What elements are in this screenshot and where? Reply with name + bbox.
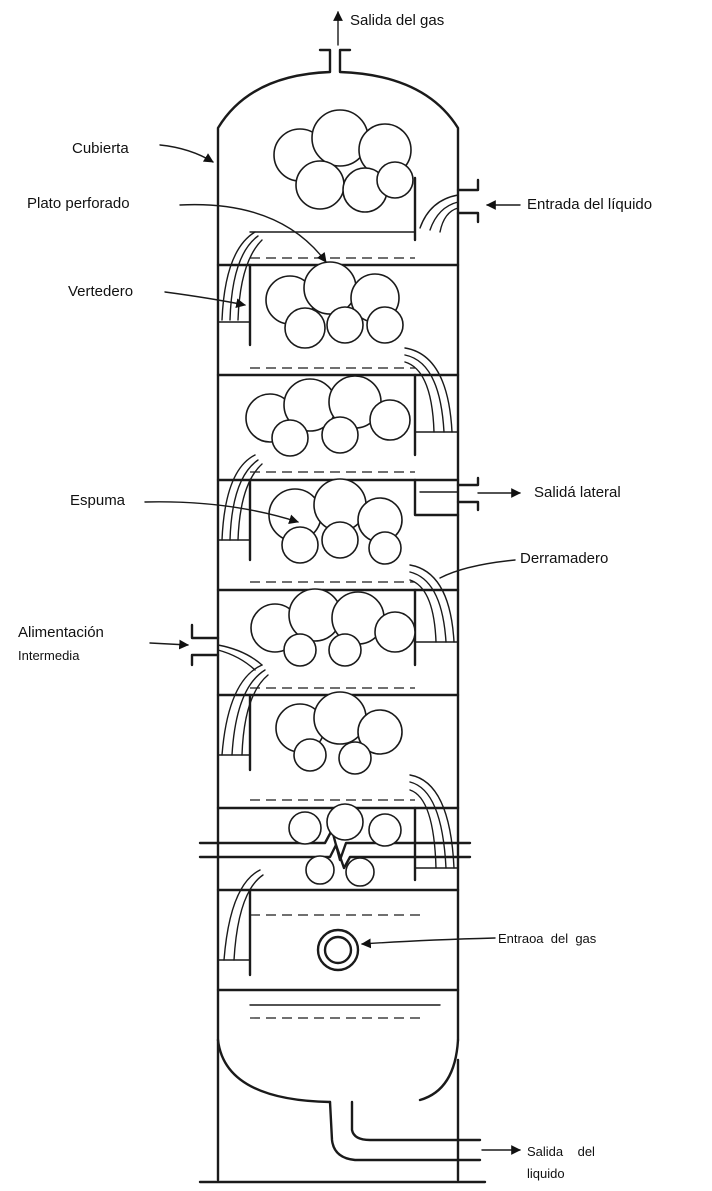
- gas-inlet-pointer: [362, 938, 495, 944]
- foam-cloud: [274, 110, 413, 212]
- liquid-outlet-label: Salida del: [527, 1143, 595, 1161]
- liquid-inlet-label: Entrada del líquido: [527, 196, 652, 214]
- foam-clouds: [246, 110, 415, 886]
- side-outlet-label: Salidá lateral: [534, 484, 621, 502]
- foam-cloud: [251, 589, 415, 666]
- feed-arrow: [150, 643, 188, 645]
- downcomer-pointer: [440, 560, 515, 578]
- liquid-outlet-sublabel: liquido: [527, 1165, 565, 1183]
- intermediate-feed-label: Alimentación: [18, 624, 104, 642]
- shell-label: Cubierta: [72, 140, 129, 158]
- gas-inlet-nozzle: [318, 930, 358, 970]
- side-outlet-nozzle: [415, 478, 478, 515]
- foam-cloud: [276, 692, 402, 774]
- weir-pointer: [165, 292, 245, 305]
- foam-cloud: [269, 479, 402, 564]
- gas-outlet-label: Salida del gas: [350, 12, 444, 30]
- downcomer-label: Derramadero: [520, 550, 608, 568]
- foam-cloud: [246, 376, 410, 456]
- liquid-inlet-nozzle: [415, 178, 478, 240]
- perforated-tray-label: Plato perforado: [27, 195, 130, 213]
- weir-label: Vertedero: [68, 283, 133, 301]
- gas-inlet-label: Entraoa del gas: [498, 930, 596, 948]
- foam-label: Espuma: [70, 492, 125, 510]
- intermediate-feed-sublabel: Intermedia: [18, 647, 79, 665]
- shell-pointer: [160, 145, 213, 162]
- foam-cloud: [266, 262, 403, 348]
